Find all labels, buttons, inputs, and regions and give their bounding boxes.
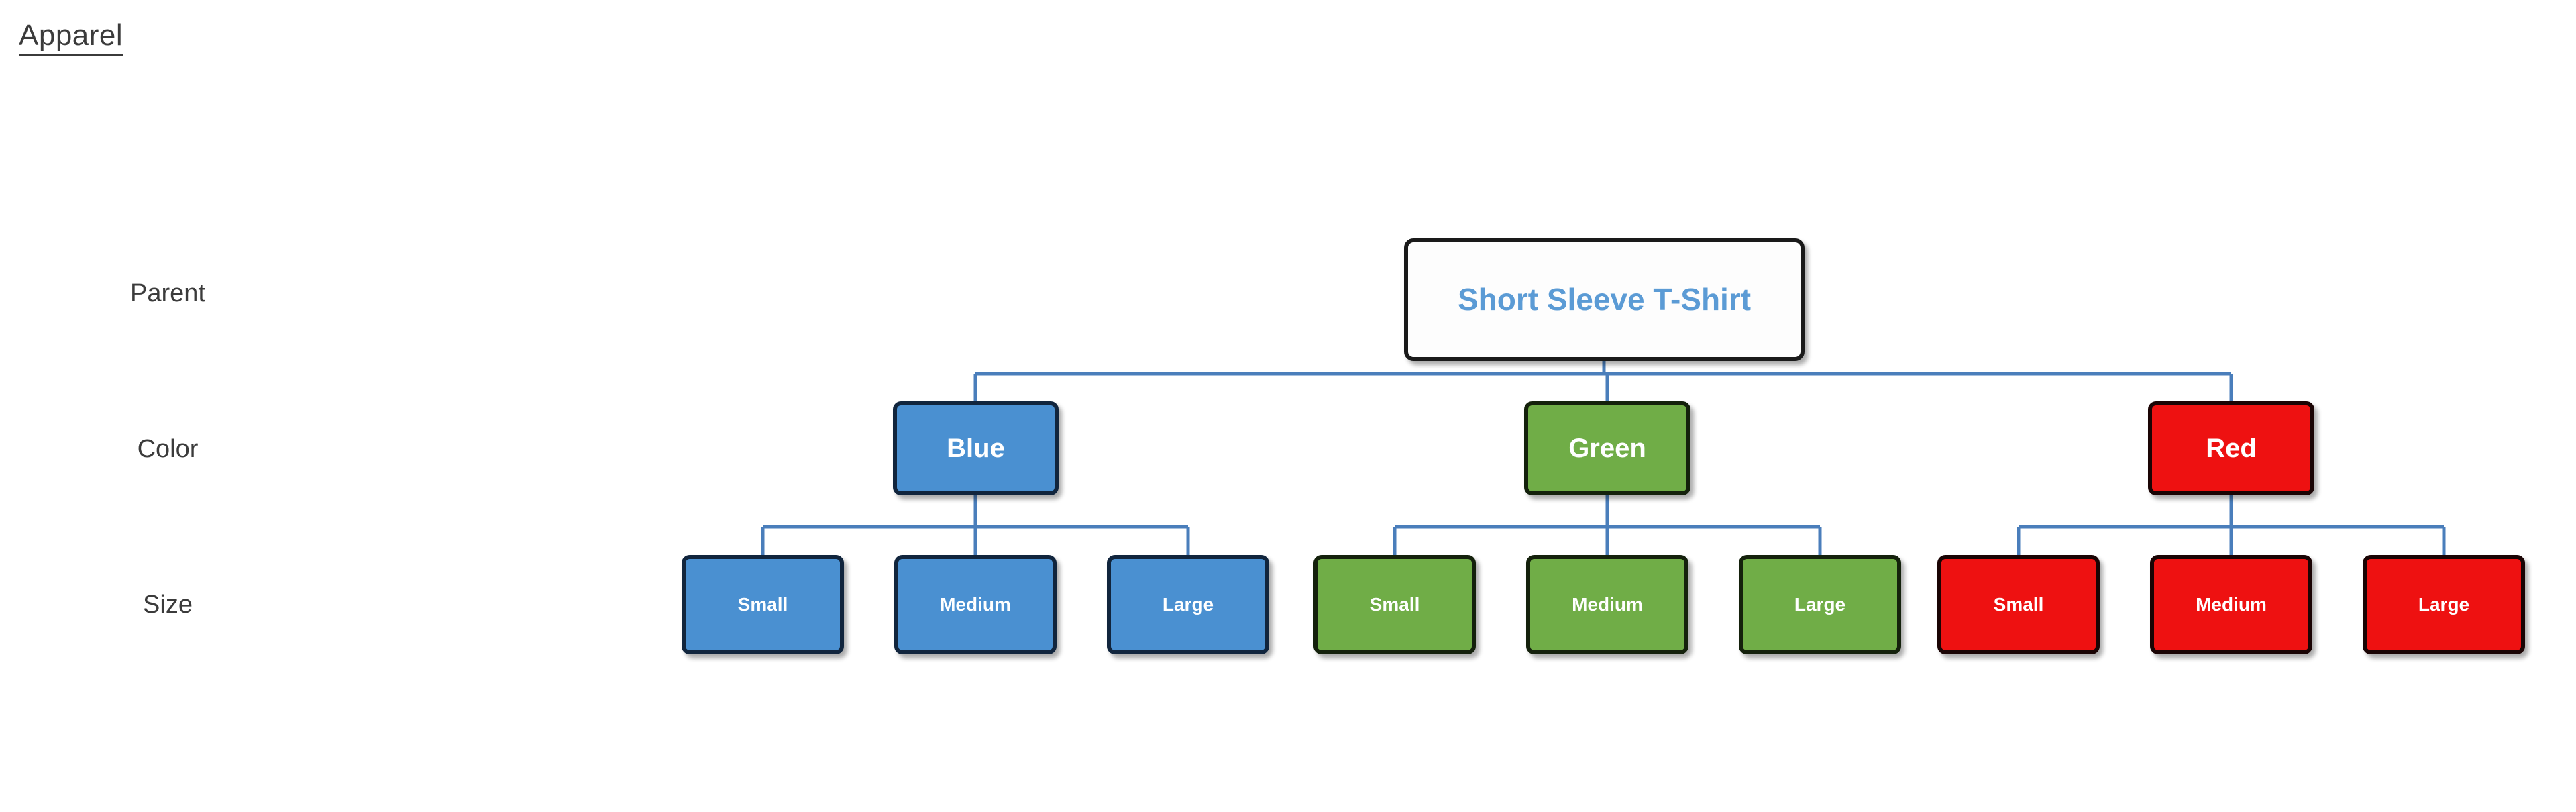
page-title: Apparel <box>19 19 123 57</box>
node-size-red-small[interactable]: Small <box>1937 555 2100 654</box>
node-color-red[interactable]: Red <box>2148 401 2314 495</box>
tier-label-size: Size <box>143 591 193 619</box>
node-size-green-large[interactable]: Large <box>1739 555 1901 654</box>
node-size-green-small[interactable]: Small <box>1313 555 1476 654</box>
node-parent-short-sleeve-t-shirt[interactable]: Short Sleeve T-Shirt <box>1404 238 1805 361</box>
node-size-blue-large[interactable]: Large <box>1107 555 1269 654</box>
node-color-green[interactable]: Green <box>1524 401 1690 495</box>
node-color-blue[interactable]: Blue <box>893 401 1059 495</box>
node-size-green-medium[interactable]: Medium <box>1526 555 1688 654</box>
tier-label-parent: Parent <box>130 279 205 307</box>
node-size-red-large[interactable]: Large <box>2363 555 2525 654</box>
node-size-blue-medium[interactable]: Medium <box>894 555 1057 654</box>
node-size-red-medium[interactable]: Medium <box>2150 555 2312 654</box>
node-size-blue-small[interactable]: Small <box>682 555 844 654</box>
tier-label-color: Color <box>137 435 199 463</box>
